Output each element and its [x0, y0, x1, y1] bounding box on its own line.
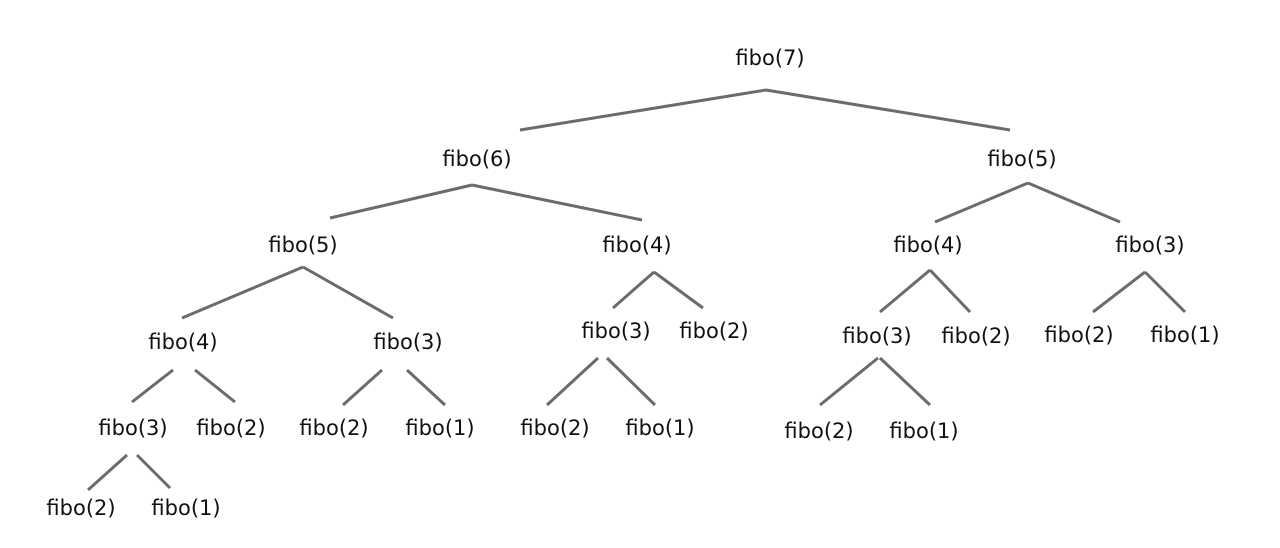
tree-node-label: fibo(2)	[941, 324, 1010, 348]
tree-edge	[653, 270, 704, 310]
tree-node-label: fibo(1)	[889, 419, 958, 443]
tree-edge	[135, 453, 172, 490]
tree-edge	[405, 368, 447, 407]
tree-edge	[879, 268, 931, 314]
tree-edge	[131, 368, 174, 404]
tree-edge	[819, 356, 879, 407]
tree-edge	[765, 88, 1011, 132]
tree-node-label: fibo(2)	[196, 416, 265, 440]
tree-node-label: fibo(3)	[1115, 233, 1184, 257]
tree-edge	[86, 453, 129, 492]
tree-edge	[181, 265, 304, 320]
tree-edge	[341, 368, 384, 407]
tree-node-label: fibo(1)	[625, 416, 694, 440]
tree-edge	[545, 356, 600, 407]
tree-node-label: fibo(2)	[1044, 323, 1113, 347]
tree-node-label: fibo(5)	[268, 233, 337, 257]
tree-node-label: fibo(2)	[520, 416, 589, 440]
tree-edge	[1092, 270, 1146, 314]
tree-node-label: fibo(2)	[784, 419, 853, 443]
tree-node-label: fibo(4)	[148, 330, 217, 354]
nodes-layer: fibo(7) fibo(6) fibo(5) fibo(5) fibo(4) fibo(…	[46, 46, 1219, 520]
edges-layer	[86, 88, 1187, 492]
tree-node-label: fibo(2)	[679, 319, 748, 343]
tree-edge	[612, 270, 655, 310]
tree-node-label: fibo(3)	[581, 319, 650, 343]
tree-node-label: fibo(4)	[893, 233, 962, 257]
tree-edge	[302, 265, 394, 320]
tree-node-label: fibo(5)	[987, 147, 1056, 171]
tree-edge	[1027, 181, 1121, 224]
tree-node-label: fibo(1)	[405, 416, 474, 440]
tree-edge	[471, 183, 643, 222]
tree-edge	[519, 88, 767, 132]
tree-node-label: fibo(6)	[442, 147, 511, 171]
tree-node-label: fibo(1)	[1150, 323, 1219, 347]
tree-edge	[194, 368, 236, 404]
tree-node-label: fibo(4)	[602, 233, 671, 257]
tree-edge	[878, 356, 932, 407]
tree-node-label: fibo(7)	[735, 46, 804, 70]
tree-node-label: fibo(3)	[842, 324, 911, 348]
tree-node-label: fibo(3)	[98, 416, 167, 440]
tree-node-label: fibo(3)	[373, 330, 442, 354]
tree-node-label: fibo(2)	[46, 496, 115, 520]
tree-edge	[329, 183, 473, 220]
tree-edge	[928, 268, 972, 314]
tree-edge	[605, 356, 657, 407]
tree-node-label: fibo(1)	[151, 496, 220, 520]
tree-node-label: fibo(2)	[299, 416, 368, 440]
tree-edge	[1143, 270, 1187, 314]
tree-edge	[934, 181, 1029, 224]
